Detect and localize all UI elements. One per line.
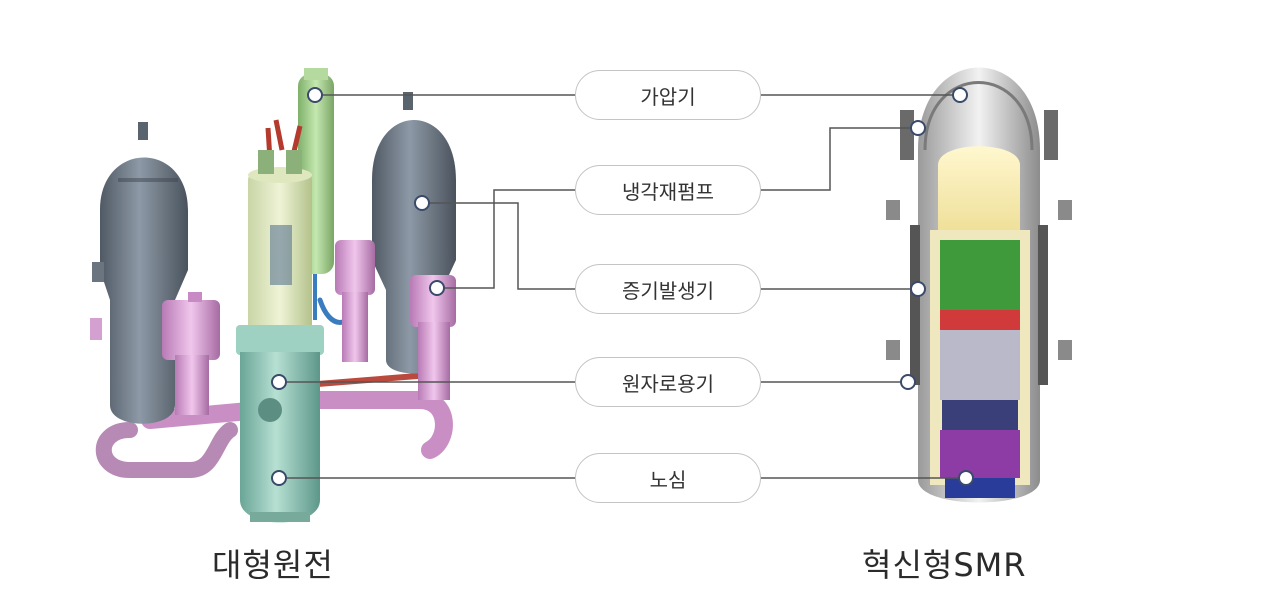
coolant-pump-left [162, 292, 220, 415]
callout-dot-icon [952, 87, 968, 103]
callout-dots [271, 87, 974, 486]
callout-dot-icon [271, 374, 287, 390]
callout-dot-icon [271, 470, 287, 486]
reactor-head [248, 119, 312, 332]
caption-large-npp: 대형원전 [212, 546, 334, 584]
large-npp-illustration [90, 68, 456, 523]
label-pressurizer: 가압기 [575, 70, 761, 120]
label-core: 노심 [575, 453, 761, 503]
steam-generator-left [90, 122, 188, 424]
callout-dot-icon [900, 374, 916, 390]
callout-dot-icon [429, 280, 445, 296]
label-coolant-pump: 냉각재펌프 [575, 165, 761, 215]
callout-dot-icon [307, 87, 323, 103]
label-reactor-vessel: 원자로용기 [575, 357, 761, 407]
smr-core-fuel [940, 240, 1020, 498]
caption-smr: 혁신형SMR [862, 546, 1027, 584]
callout-dot-icon [958, 470, 974, 486]
callout-dot-icon [910, 281, 926, 297]
coolant-pump-right [335, 240, 456, 400]
label-steam-generator: 증기발생기 [575, 264, 761, 314]
callout-dot-icon [910, 120, 926, 136]
reactor-vessel [236, 325, 324, 523]
smr-illustration [886, 67, 1072, 503]
callout-dot-icon [414, 195, 430, 211]
leader-lines [279, 94, 966, 479]
